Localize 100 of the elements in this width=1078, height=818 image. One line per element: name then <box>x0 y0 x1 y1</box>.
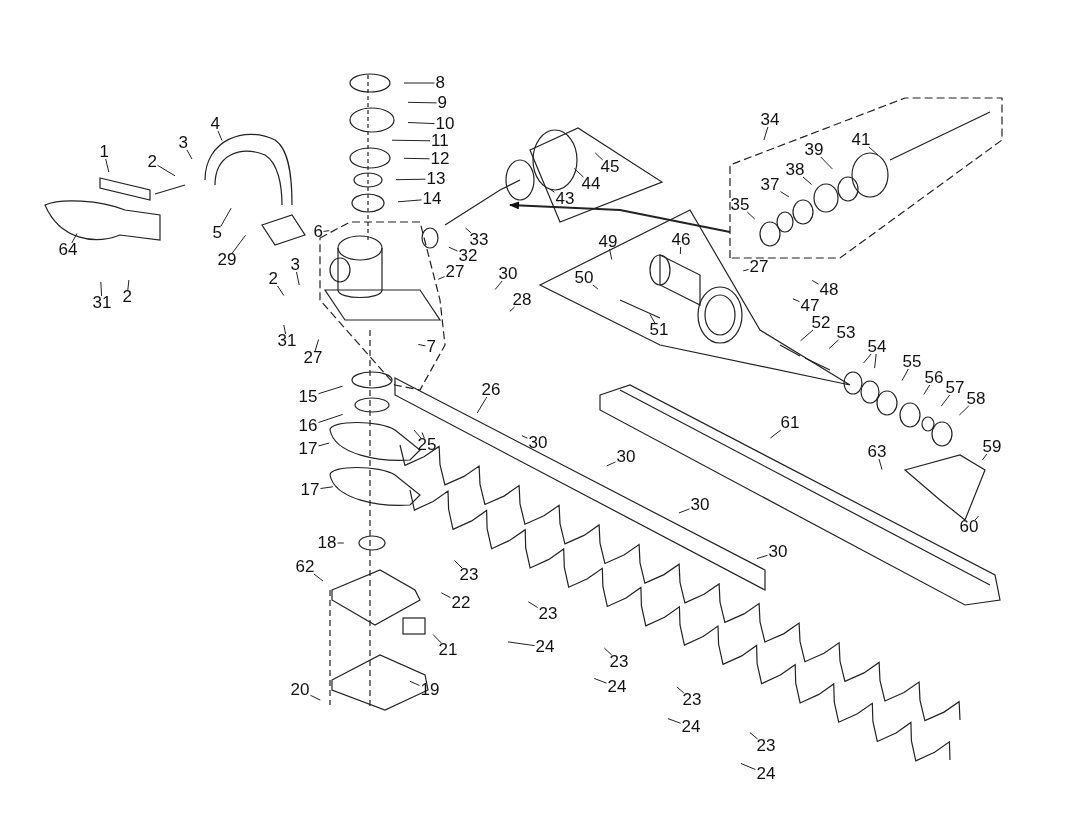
callout-number: 24 <box>607 678 627 696</box>
leader-line <box>820 156 833 170</box>
leader-line <box>437 276 445 280</box>
leader-line <box>507 641 535 647</box>
leader-line <box>100 281 103 297</box>
callout-number: 22 <box>451 594 471 612</box>
callout-number: 24 <box>681 718 701 736</box>
callout-number: 35 <box>730 196 750 214</box>
leader-line <box>313 573 324 582</box>
callout-number: 64 <box>58 241 78 259</box>
leader-line <box>940 394 951 407</box>
leader-line <box>318 385 344 395</box>
leader-line <box>609 248 613 260</box>
callout-number: 4 <box>210 115 220 133</box>
callout-number: 56 <box>924 369 944 387</box>
callout-number: 33 <box>469 231 489 249</box>
leader-line <box>649 314 656 324</box>
callout-number: 37 <box>760 176 780 194</box>
callout-number: 8 <box>435 74 445 92</box>
leader-line <box>592 284 599 290</box>
leader-line <box>71 233 78 244</box>
callout-number: 58 <box>966 390 986 408</box>
leader-line <box>409 680 420 686</box>
leader-line <box>868 146 879 156</box>
callout-number: 62 <box>295 558 315 576</box>
callout-number: 46 <box>671 231 691 249</box>
leader-line <box>874 353 877 369</box>
leader-line <box>981 453 988 461</box>
leader-line <box>740 762 756 771</box>
leader-line <box>509 306 516 312</box>
leader-line <box>397 199 422 203</box>
callout-number: 52 <box>811 314 831 332</box>
callout-number: 45 <box>600 158 620 176</box>
leader-line <box>403 157 430 160</box>
leader-line <box>432 634 442 644</box>
leader-line <box>678 508 690 514</box>
callout-number: 59 <box>982 438 1002 456</box>
leader-line <box>549 188 555 193</box>
leader-line <box>974 515 979 521</box>
callout-number: 27 <box>303 349 323 367</box>
callout-number: 23 <box>756 737 776 755</box>
leader-line <box>323 230 330 232</box>
callout-number: 27 <box>749 258 769 276</box>
callout-number: 15 <box>298 388 318 406</box>
leader-line <box>318 413 344 423</box>
callout-number: 44 <box>581 175 601 193</box>
leader-line <box>395 178 426 181</box>
callout-number: 2 <box>268 270 278 288</box>
leader-line <box>863 353 872 364</box>
callout-number: 51 <box>649 321 669 339</box>
callout-number: 61 <box>780 414 800 432</box>
leader-line <box>421 432 425 439</box>
callout-number: 12 <box>430 150 450 168</box>
callout-number: 50 <box>574 269 594 287</box>
callout-number: 30 <box>616 448 636 466</box>
callout-number: 14 <box>422 190 442 208</box>
leader-line <box>403 82 435 84</box>
callout-number: 30 <box>690 496 710 514</box>
leader-line <box>448 246 458 252</box>
leader-line <box>800 329 814 342</box>
callout-number: 17 <box>298 440 318 458</box>
leader-line <box>679 246 682 255</box>
callout-number: 60 <box>959 518 979 536</box>
leader-line <box>958 405 970 416</box>
leader-line <box>277 285 285 296</box>
leader-line <box>105 158 110 173</box>
callout-number: 6 <box>313 223 323 241</box>
callout-number: 17 <box>300 481 320 499</box>
callout-number: 3 <box>178 134 188 152</box>
leader-line <box>756 554 768 560</box>
leader-line <box>231 234 247 254</box>
leader-line <box>407 101 437 104</box>
callout-number: 39 <box>804 141 824 159</box>
callout-number: 23 <box>609 653 629 671</box>
leader-line <box>318 442 330 447</box>
leader-line <box>746 211 756 220</box>
callout-number: 9 <box>437 94 447 112</box>
leader-line <box>494 280 503 290</box>
callout-number: 2 <box>147 153 157 171</box>
leader-line <box>337 542 345 544</box>
callout-number: 31 <box>92 294 112 312</box>
leader-line <box>220 207 232 227</box>
leader-line <box>454 560 463 569</box>
leader-line <box>603 647 613 656</box>
callout-number: 43 <box>555 190 575 208</box>
leader-line <box>878 458 883 470</box>
callout-number: 19 <box>420 681 440 699</box>
callout-number: 32 <box>458 247 478 265</box>
callout-number: 23 <box>538 605 558 623</box>
callout-number: 24 <box>756 765 776 783</box>
leader-line <box>157 164 176 177</box>
leader-line <box>573 168 584 178</box>
callout-number: 20 <box>290 681 310 699</box>
leader-line <box>802 176 812 185</box>
callout-number: 7 <box>426 338 436 356</box>
callout-number: 41 <box>851 131 871 149</box>
callout-number: 57 <box>945 379 965 397</box>
callout-number: 29 <box>217 251 237 269</box>
callout-number: 18 <box>317 534 337 552</box>
callout-number: 34 <box>760 111 780 129</box>
